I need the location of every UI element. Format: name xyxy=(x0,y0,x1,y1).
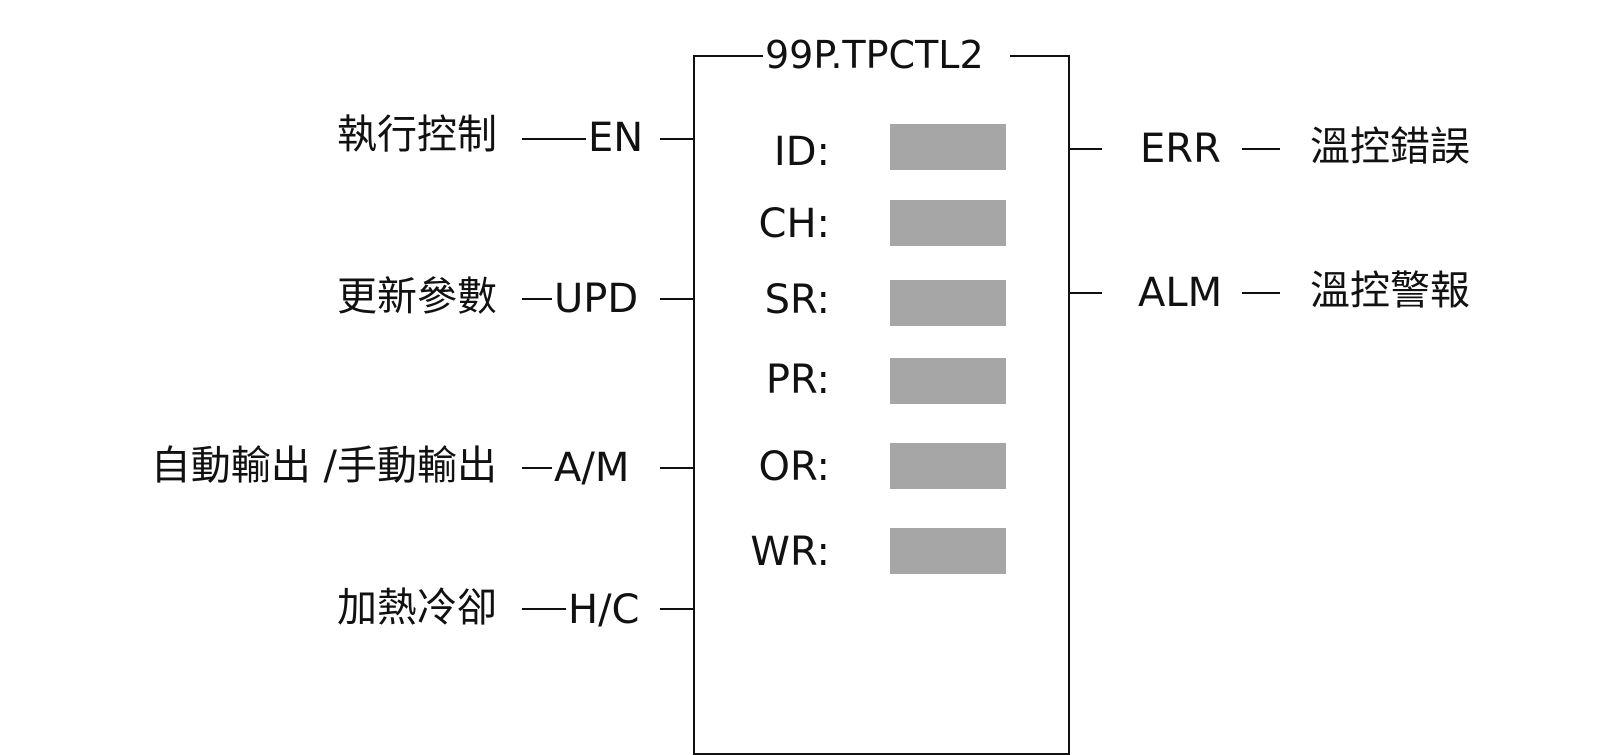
input-pin-en: EN xyxy=(588,115,644,161)
param-label-sr: SR: xyxy=(764,277,830,323)
input-wire-am xyxy=(660,467,693,469)
output-line-err xyxy=(1242,148,1280,150)
param-field-ch xyxy=(890,200,1006,246)
input-line-en xyxy=(522,138,586,140)
param-label-wr: WR: xyxy=(750,529,830,575)
output-wire-alm xyxy=(1070,292,1102,294)
param-field-wr xyxy=(890,528,1006,574)
output-pin-err: ERR xyxy=(1140,126,1221,172)
param-label-id: ID: xyxy=(773,129,830,175)
input-desc-en: 執行控制 xyxy=(337,112,497,158)
block-top-line-right xyxy=(1010,55,1070,57)
block-top-line-left xyxy=(693,55,763,57)
param-field-id xyxy=(890,124,1006,170)
input-line-am xyxy=(522,467,552,469)
output-pin-alm: ALM xyxy=(1138,270,1223,316)
input-desc-upd: 更新參數 xyxy=(337,274,497,320)
input-pin-hc: H/C xyxy=(568,587,640,633)
param-label-ch: CH: xyxy=(758,201,830,247)
input-desc-am: 自動輸出 /手動輸出 xyxy=(150,443,497,489)
param-field-pr xyxy=(890,358,1006,404)
output-line-alm xyxy=(1242,292,1280,294)
input-pin-upd: UPD xyxy=(554,276,639,322)
input-desc-hc: 加熱冷卻 xyxy=(337,585,497,631)
param-field-or xyxy=(890,443,1006,489)
block-title: 99P.TPCTL2 xyxy=(765,33,984,77)
param-label-or: OR: xyxy=(758,444,830,490)
input-wire-hc xyxy=(660,608,693,610)
input-wire-upd xyxy=(660,298,693,300)
output-desc-err: 溫控錯誤 xyxy=(1310,124,1470,170)
input-wire-en xyxy=(660,138,693,140)
input-pin-am: A/M xyxy=(554,445,630,491)
output-desc-alm: 溫控警報 xyxy=(1310,268,1470,314)
param-label-pr: PR: xyxy=(765,357,830,403)
output-wire-err xyxy=(1070,148,1102,150)
input-line-upd xyxy=(522,298,552,300)
param-field-sr xyxy=(890,280,1006,326)
input-line-hc xyxy=(522,608,566,610)
